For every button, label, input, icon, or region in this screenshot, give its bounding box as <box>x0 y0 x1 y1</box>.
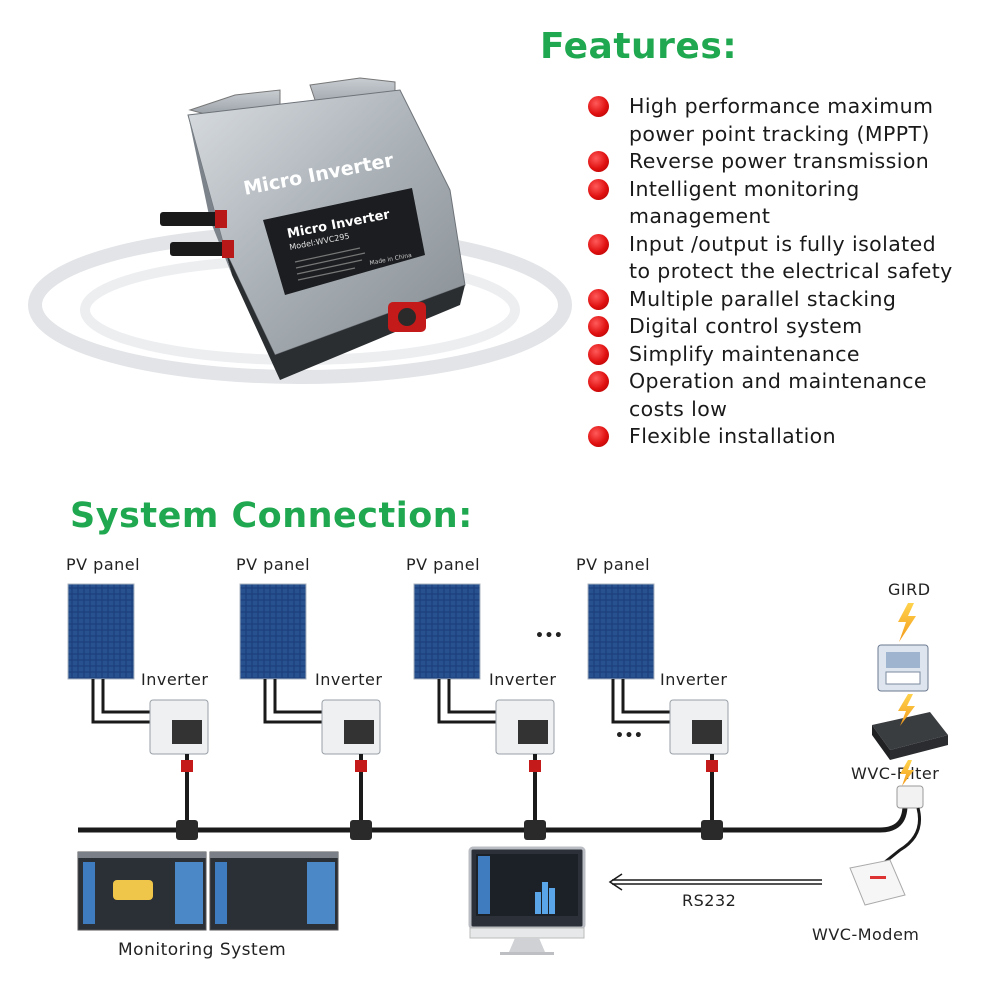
bullet-icon <box>588 96 609 117</box>
micro-inverter-product-image: Micro Inverter Micro Inverter Model:WVC2… <box>28 77 572 384</box>
feature-item: Input /output is fully isolated to prote… <box>588 231 988 286</box>
bullet-icon <box>588 178 609 200</box>
bullet-icon <box>588 151 609 172</box>
bullet-icon <box>588 233 609 255</box>
dc-connector-icon <box>160 210 234 258</box>
feature-text: Digital control system <box>629 314 863 338</box>
grid-meter-icon <box>877 644 929 692</box>
computer-monitor-icon <box>468 846 586 955</box>
lightning-icon <box>898 694 915 726</box>
feature-item: Operation and maintenance costs low <box>588 368 988 423</box>
more-inverters-ellipsis: ••• <box>615 728 644 744</box>
feature-text: Operation and maintenance costs low <box>629 369 927 421</box>
inverter-label: Inverter <box>660 670 728 689</box>
grid-label: GIRD <box>888 580 931 599</box>
bullet-icon <box>588 371 609 392</box>
more-panels-ellipsis: ••• <box>535 628 564 644</box>
lightning-icon <box>900 760 914 786</box>
monitoring-screen-icon <box>209 851 339 931</box>
feature-item: Simplify maintenance <box>588 341 988 369</box>
feature-item: High performance maximum power point tra… <box>588 93 988 148</box>
solar-panel-icon <box>239 583 307 680</box>
inverter-label: Inverter <box>315 670 383 689</box>
features-title: Features: <box>540 26 738 67</box>
lightning-icon <box>898 603 916 642</box>
feature-text: Intelligent monitoring management <box>629 176 860 229</box>
pv-panel-label: PV panel <box>576 555 651 574</box>
feature-item: Reverse power transmission <box>588 148 988 176</box>
rs232-label: RS232 <box>682 891 737 910</box>
feature-text: Reverse power transmission <box>629 149 930 173</box>
bullet-icon <box>588 316 609 337</box>
bullet-icon <box>588 343 609 365</box>
system-connection-diagram <box>67 583 948 955</box>
solar-panel-icon <box>587 583 655 680</box>
feature-item: Intelligent monitoring management <box>588 176 988 231</box>
inverter-label: Inverter <box>141 670 209 689</box>
feature-item: Digital control system <box>588 313 988 341</box>
inverter-icon <box>149 699 209 755</box>
solar-panel-icon <box>413 583 481 680</box>
inverter-icon <box>669 699 729 755</box>
pv-panel-label: PV panel <box>66 555 141 574</box>
pv-panel-label: PV panel <box>406 555 481 574</box>
feature-text: Simplify maintenance <box>629 341 860 366</box>
pv-panel-label: PV panel <box>236 555 311 574</box>
feature-text: Multiple parallel stacking <box>629 286 897 311</box>
rs232-link-arrow <box>608 873 822 891</box>
feature-text: Input /output is fully isolated to prote… <box>629 231 953 284</box>
monitoring-screen-icon <box>77 851 207 931</box>
bullet-icon <box>588 426 609 447</box>
modem-label: WVC-Modem <box>812 925 920 944</box>
bullet-icon <box>588 288 609 310</box>
ac-connector-icon <box>388 302 426 332</box>
filter-label: WVC-Filter <box>851 764 940 783</box>
feature-item: Multiple parallel stacking <box>588 286 988 314</box>
inverter-icon <box>321 699 381 755</box>
monitoring-system-label: Monitoring System <box>118 940 287 960</box>
filter-icon <box>872 712 948 760</box>
feature-text: Flexible installation <box>629 424 836 448</box>
inverter-label: Inverter <box>489 670 557 689</box>
solar-panel-icon <box>67 583 135 680</box>
system-connection-title: System Connection: <box>70 496 473 536</box>
feature-text: High performance maximum power point tra… <box>629 94 934 146</box>
feature-item: Flexible installation <box>588 423 988 451</box>
features-list: High performance maximum power point tra… <box>588 93 988 451</box>
inverter-icon <box>495 699 555 755</box>
modem-icon <box>849 859 906 906</box>
power-outlet-icon <box>896 785 924 809</box>
